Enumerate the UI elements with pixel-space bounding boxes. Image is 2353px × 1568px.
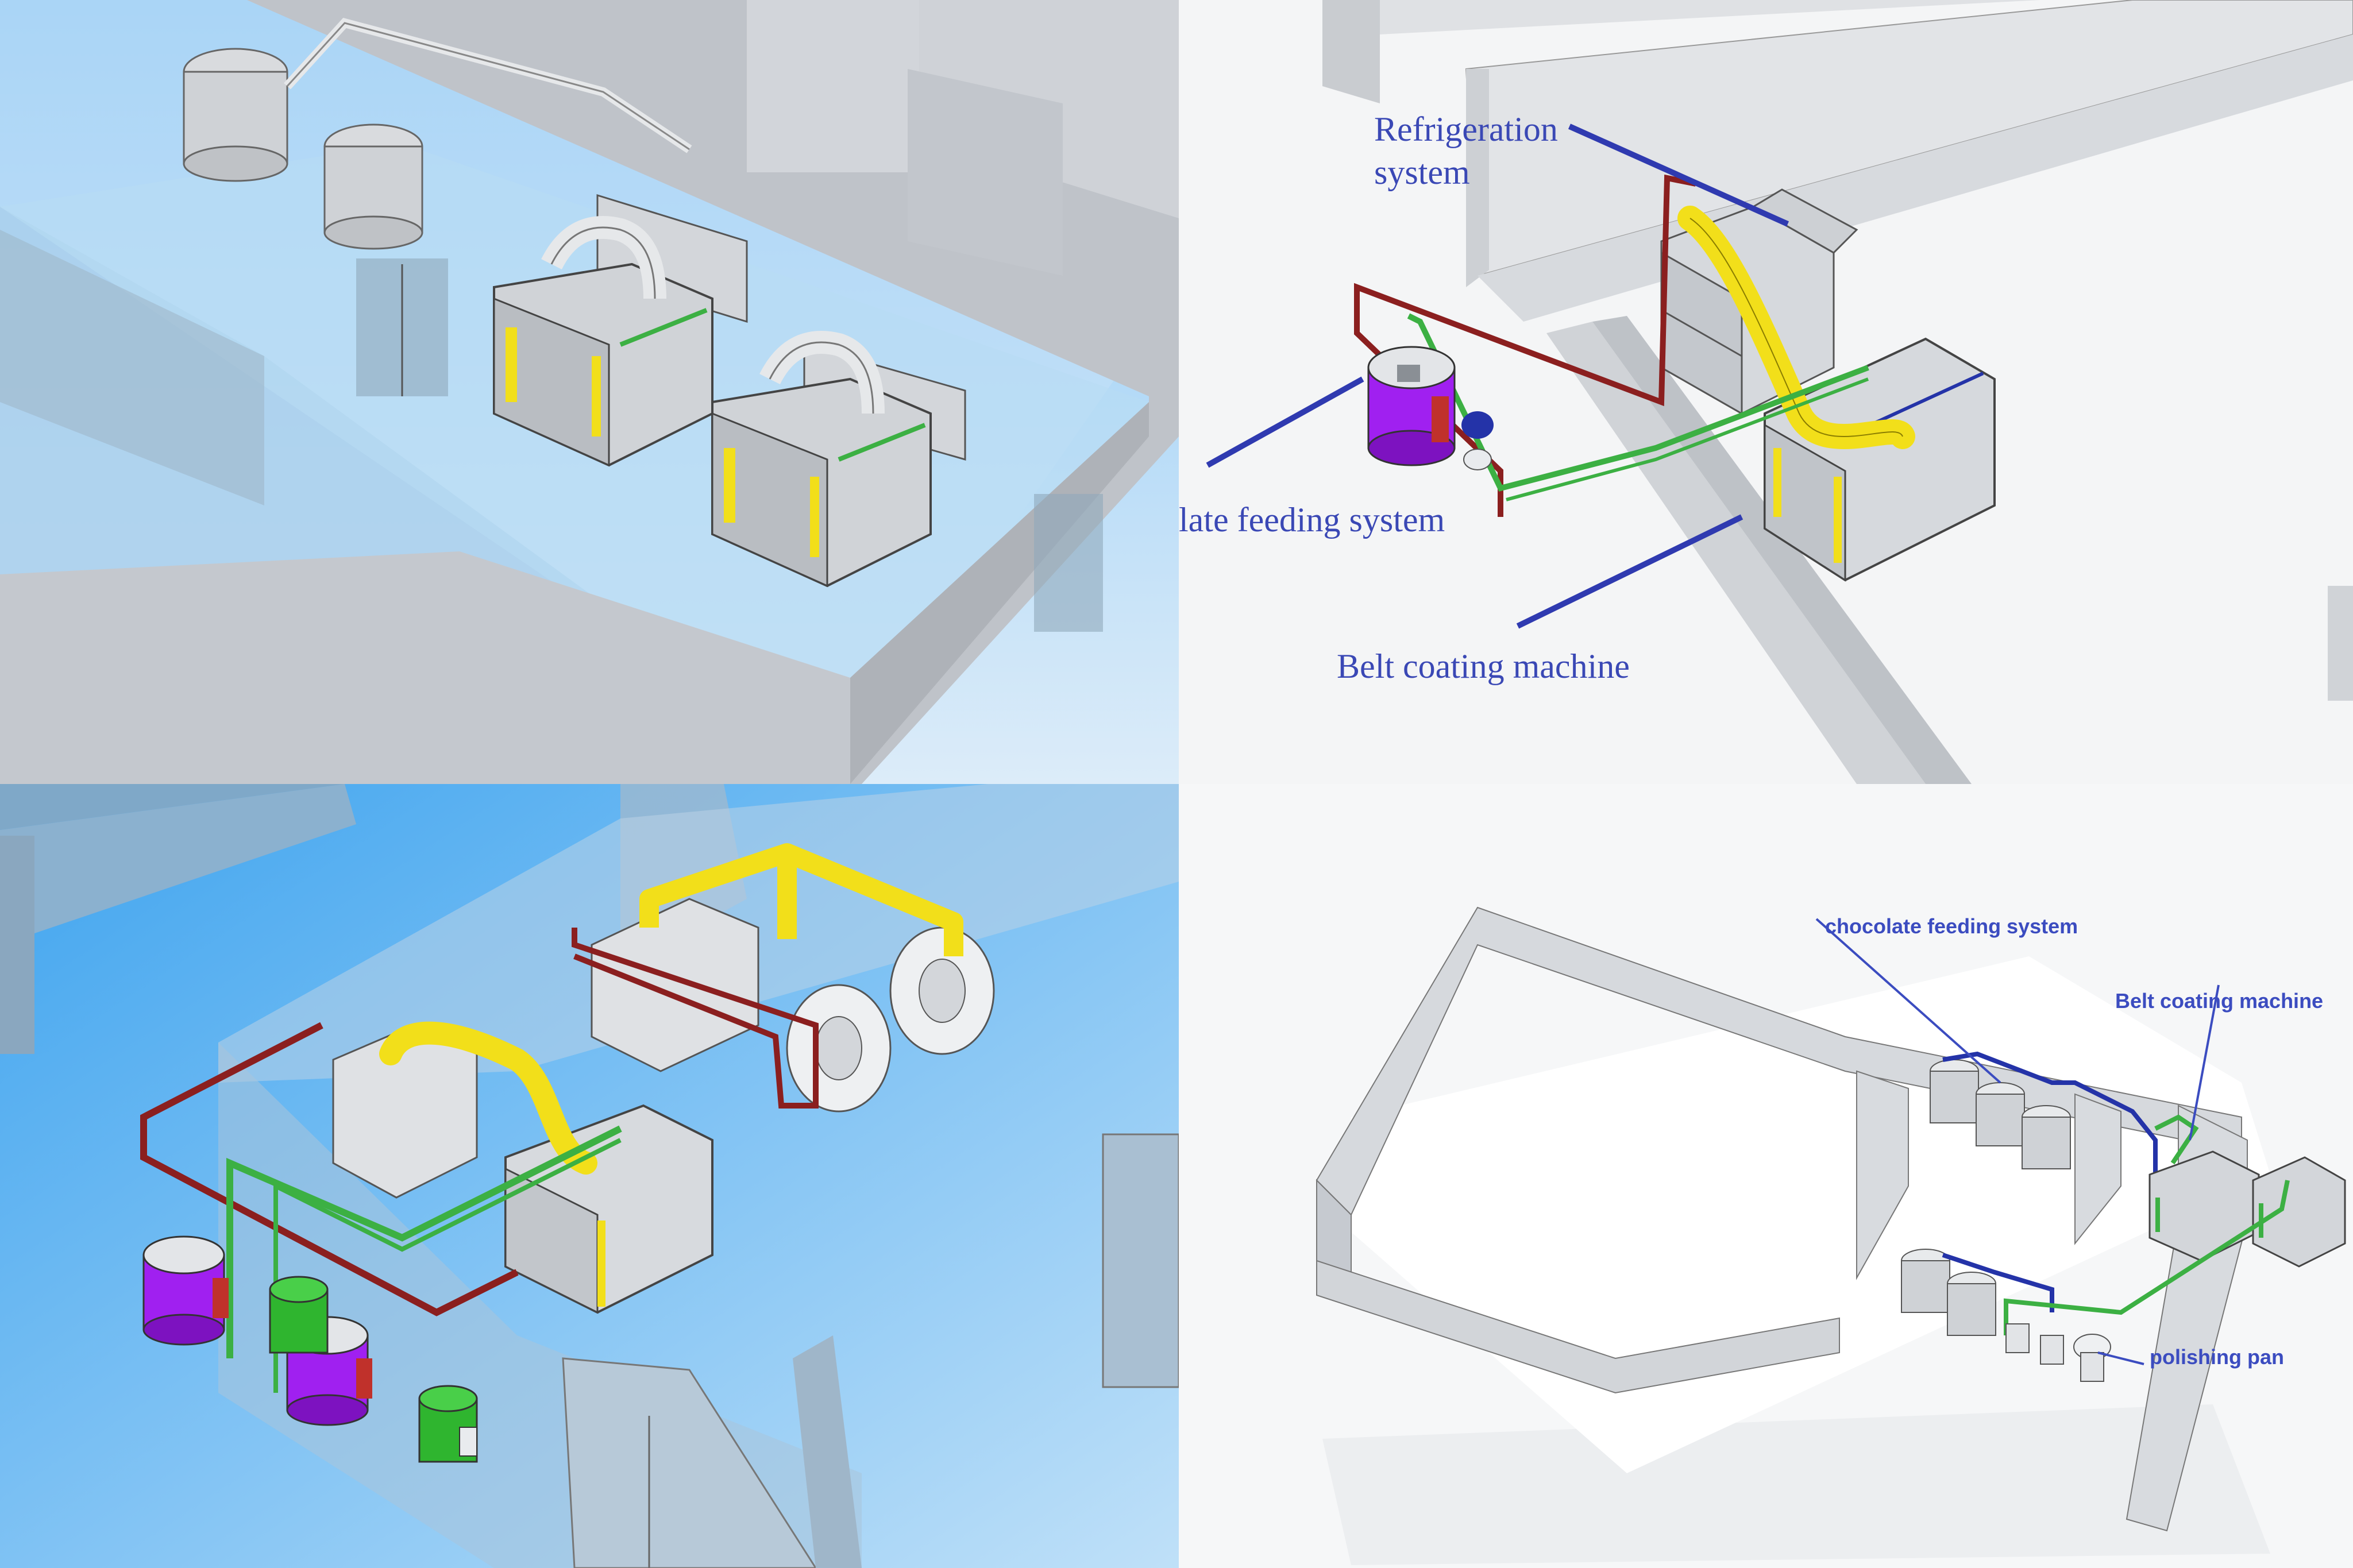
tank-icon	[1976, 1082, 2025, 1146]
polishing-pan-icon	[889, 926, 995, 1055]
refrigeration-label-line2: system	[1374, 153, 1470, 191]
tank-icon	[1947, 1272, 1996, 1336]
feeding-system-label: chocolate feeding system	[1825, 914, 2078, 938]
panel-bottom-left	[0, 784, 1179, 1568]
belt-coating-label: Belt coating machine	[1337, 647, 1630, 685]
belt-coating-machine-icon	[493, 216, 713, 467]
factory-render-top-right: Refrigeration system late feeding system…	[1179, 0, 2353, 784]
polishing-pan-icon	[2005, 1323, 2030, 1353]
leader-line	[1516, 514, 1743, 629]
tank-icon	[1901, 1249, 1950, 1313]
tank-icon	[183, 48, 288, 182]
factory-render-top-left	[0, 0, 1179, 784]
chocolate-tank-icon	[142, 1235, 229, 1346]
polishing-pan-icon	[786, 984, 892, 1113]
refrigeration-label-line1: Refrigeration	[1374, 110, 1558, 148]
green-tank-icon	[418, 1385, 478, 1463]
chocolate-tank-icon	[1367, 346, 1456, 466]
belt-coating-label: Belt coating machine	[2115, 989, 2323, 1013]
polishing-pan-label: polishing pan	[2150, 1345, 2284, 1369]
polishing-pan-icon	[2040, 1335, 2064, 1365]
belt-coating-machine-icon	[1764, 337, 1996, 582]
feeding-system-label: late feeding system	[1179, 501, 1445, 539]
leader-line	[1206, 376, 1364, 468]
leader-line	[1568, 123, 1789, 227]
leader-line	[2189, 984, 2220, 1141]
green-tank-icon	[269, 1276, 329, 1354]
tank-icon	[323, 123, 423, 250]
leader-line	[2097, 1351, 2144, 1365]
panel-bottom-right: chocolate feeding system Belt coating ma…	[1179, 784, 2353, 1568]
factory-layout-bottom-right: chocolate feeding system Belt coating ma…	[1179, 784, 2353, 1568]
tank-icon	[1930, 1059, 1979, 1123]
belt-coating-machine-icon	[2252, 1156, 2346, 1268]
leader-line	[1815, 918, 2001, 1084]
belt-coating-machine-icon	[711, 331, 932, 588]
factory-render-bottom-left	[0, 784, 1179, 1568]
tank-icon	[2022, 1105, 2071, 1169]
panel-top-left	[0, 0, 1179, 784]
panel-top-right: Refrigeration system late feeding system…	[1179, 0, 2353, 784]
